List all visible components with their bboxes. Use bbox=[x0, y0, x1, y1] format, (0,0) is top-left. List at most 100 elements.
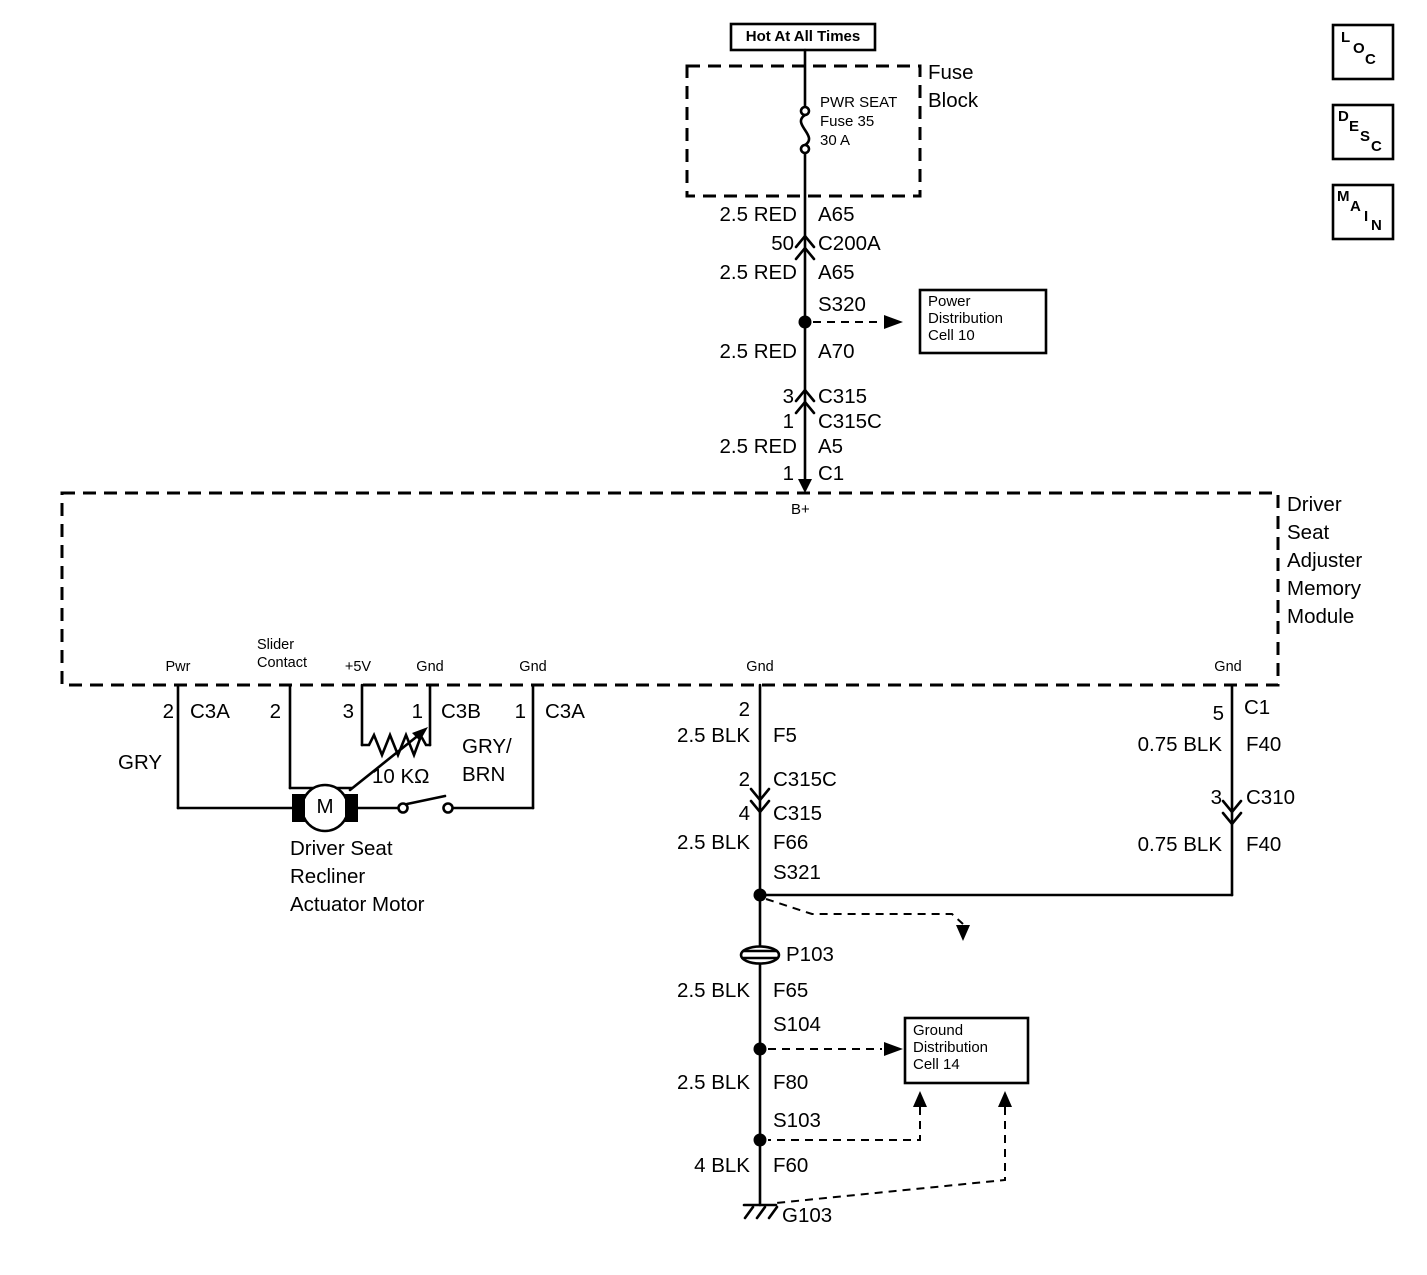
connector-label: C1 bbox=[1244, 696, 1271, 719]
s103-ref-dash bbox=[768, 1107, 921, 1141]
loc-tab-box bbox=[1331, 23, 1395, 81]
circuit-code-label: A5 bbox=[818, 435, 844, 458]
hot-at-all-times-label: Hot At All Times bbox=[745, 28, 861, 45]
connector-label: C1 bbox=[818, 462, 845, 485]
connector-label: C3A bbox=[190, 700, 230, 723]
circuit-code-label: F66 bbox=[773, 831, 809, 854]
splice-s321-dot bbox=[753, 888, 767, 902]
main-tab-letter: I bbox=[1364, 208, 1369, 225]
splice-label: S103 bbox=[773, 1109, 821, 1132]
wire-gauge-label: 2.5 BLK bbox=[677, 979, 750, 1002]
motor-name-line: Recliner bbox=[290, 865, 366, 888]
b-plus-label: B+ bbox=[791, 501, 810, 518]
s321-ref-dash bbox=[765, 898, 964, 925]
connector-label: C315 bbox=[818, 385, 868, 408]
desc-tab-letter: C bbox=[1371, 138, 1382, 155]
circuit-code-label: A65 bbox=[818, 261, 855, 284]
ground-ref-arrow-right-icon bbox=[998, 1091, 1012, 1107]
desc-tab-letter: S bbox=[1360, 128, 1371, 145]
desc-tab-box bbox=[1331, 103, 1395, 161]
fuse-name-label: PWR SEAT bbox=[820, 94, 898, 111]
memory-module-box bbox=[60, 491, 1280, 687]
desc-tab-letter: E bbox=[1349, 118, 1360, 135]
hot-at-all-times-box bbox=[729, 22, 877, 52]
module-pin-label-gnd: Gnd bbox=[1214, 659, 1242, 675]
ground-symbol-g103 bbox=[742, 1203, 779, 1220]
fuse-symbol bbox=[799, 105, 811, 155]
power-dist-text: Distribution bbox=[928, 310, 1004, 327]
pin-number-label: 3 bbox=[1210, 786, 1222, 809]
power-distribution-box bbox=[918, 288, 1048, 355]
wire-gauge-label: 2.5 RED bbox=[719, 261, 797, 284]
wire-gauge-label: 2.5 BLK bbox=[677, 1071, 750, 1094]
connector-c200a-icon bbox=[794, 233, 816, 261]
fuse-block-title: Block bbox=[928, 89, 979, 112]
module-pin-label-gnd: Gnd bbox=[416, 659, 444, 675]
motor-symbol bbox=[292, 783, 358, 833]
module-pin-label-gnd: Gnd bbox=[746, 659, 774, 675]
pin-number-label: 5 bbox=[1212, 702, 1224, 725]
s104-ref-arrow-icon bbox=[884, 1042, 903, 1056]
wire-gauge-label: 4 BLK bbox=[694, 1154, 750, 1177]
loc-tab-letter: L bbox=[1341, 29, 1351, 46]
wire-gauge-label: 2.5 RED bbox=[719, 203, 797, 226]
circuit-code-label: F40 bbox=[1246, 733, 1282, 756]
pin-number-label: 2 bbox=[738, 768, 750, 791]
connector-p103-symbol bbox=[739, 945, 781, 965]
pin-number-label: 50 bbox=[771, 232, 794, 255]
main-tab-letter: M bbox=[1337, 188, 1350, 205]
circuit-code-label: F65 bbox=[773, 979, 809, 1002]
wire-gauge-label: 2.5 RED bbox=[719, 340, 797, 363]
wire-gauge-label: 0.75 BLK bbox=[1137, 733, 1222, 756]
connector-label: P103 bbox=[786, 943, 834, 966]
fuse-rating-label: Fuse 35 bbox=[820, 113, 875, 130]
module-pin-label-pwr: Pwr bbox=[165, 659, 191, 675]
power-dist-text: Cell 10 bbox=[928, 327, 975, 344]
fuse-amps-label: 30 A bbox=[820, 132, 851, 149]
ground-ref-arrow-left-icon bbox=[913, 1091, 927, 1107]
fuse-block-box bbox=[685, 64, 922, 198]
desc-tab-letter: D bbox=[1338, 108, 1349, 125]
pin-number-label: 1 bbox=[514, 700, 526, 723]
ground-dist-text: Cell 14 bbox=[913, 1056, 960, 1073]
wire-gauge-label: 0.75 BLK bbox=[1137, 833, 1222, 856]
s321-ref-arrow-icon bbox=[956, 925, 970, 941]
wire-gauge-label: 2.5 BLK bbox=[677, 724, 750, 747]
main-tab-letter: N bbox=[1371, 217, 1382, 234]
module-pin-label-slider: Contact bbox=[257, 655, 307, 671]
module-name-line: Driver bbox=[1287, 493, 1342, 516]
module-pin-label-slider: Slider bbox=[257, 637, 295, 653]
pin-number-label: 2 bbox=[269, 700, 281, 723]
splice-s320-dot bbox=[798, 315, 812, 329]
connector-label: C3A bbox=[545, 700, 585, 723]
pin-number-label: 4 bbox=[738, 802, 750, 825]
ground-dist-text: Distribution bbox=[913, 1039, 989, 1056]
wire-color-label: GRY/ bbox=[462, 735, 512, 758]
ground-dist-text: Ground bbox=[913, 1022, 964, 1039]
loc-tab-letter: C bbox=[1365, 51, 1376, 68]
connector-label: C3B bbox=[441, 700, 481, 723]
connector-label: C315C bbox=[818, 410, 882, 433]
fuse-block-title: Fuse bbox=[928, 61, 974, 84]
resistance-value-label: 10 KΩ bbox=[372, 765, 430, 788]
pin-number-label: 2 bbox=[738, 698, 750, 721]
s320-ref-arrow-icon bbox=[884, 315, 903, 329]
motor-letter: M bbox=[316, 795, 334, 818]
potentiometer-symbol bbox=[348, 683, 432, 792]
motor-name-line: Actuator Motor bbox=[290, 893, 425, 916]
splice-label: S104 bbox=[773, 1013, 821, 1036]
pin-number-label: 1 bbox=[782, 410, 794, 433]
pin-number-label: 3 bbox=[782, 385, 794, 408]
splice-s103-dot bbox=[753, 1133, 767, 1147]
connector-label: C200A bbox=[818, 232, 881, 255]
pin-number-label: 3 bbox=[342, 700, 354, 723]
connector-c315c-icon bbox=[749, 787, 771, 815]
wire-color-label: GRY bbox=[118, 751, 163, 774]
main-tab-letter: A bbox=[1350, 198, 1361, 215]
connector-label: C310 bbox=[1246, 786, 1296, 809]
circuit-code-label: A70 bbox=[818, 340, 855, 363]
wire-color-label: BRN bbox=[462, 763, 506, 786]
main-tab-box bbox=[1331, 183, 1395, 241]
pin-number-label: 1 bbox=[782, 462, 794, 485]
